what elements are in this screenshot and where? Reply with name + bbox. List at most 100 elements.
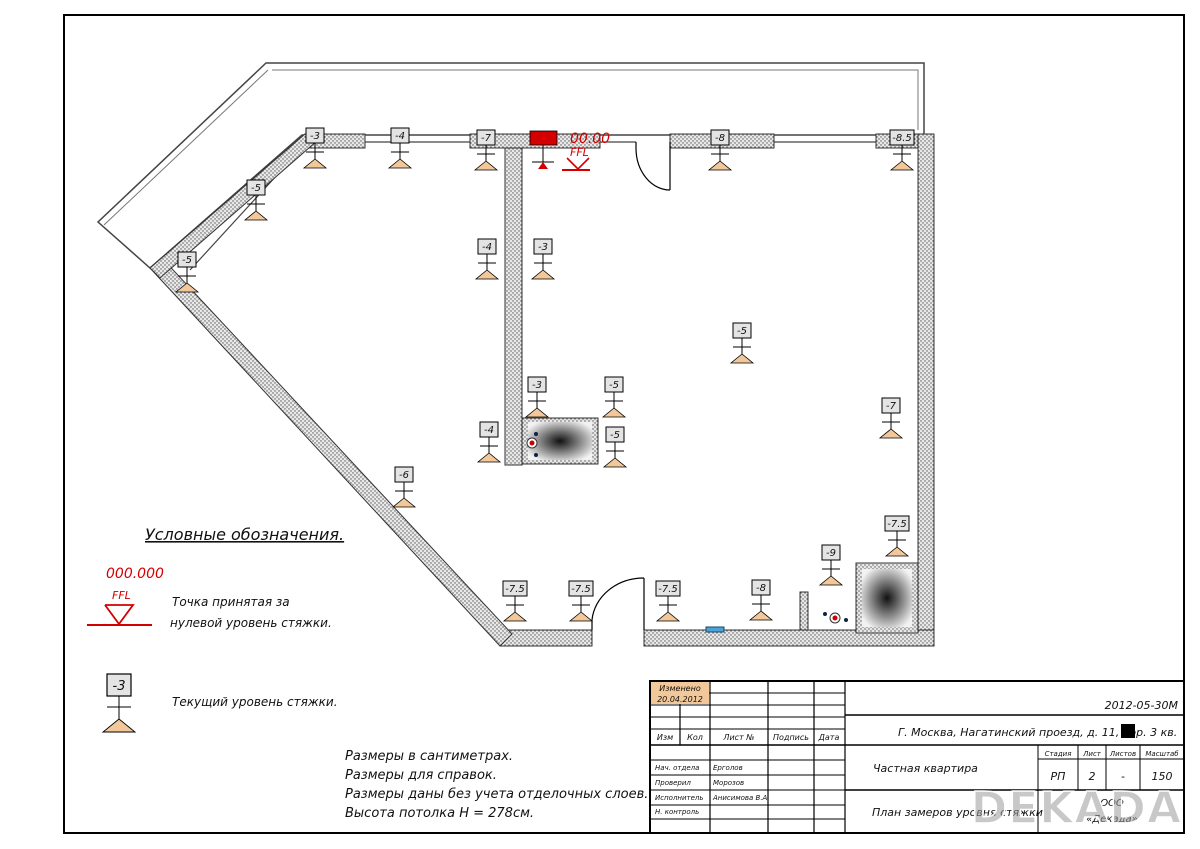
tb-col-header: Подпись [773, 733, 809, 742]
level-marker: -6 [391, 466, 417, 508]
level-marker: -4 [387, 127, 413, 169]
stage-value: 2 [1089, 770, 1096, 783]
level-marker-value: -4 [395, 131, 405, 142]
note-line: Размеры даны без учета отделочных слоев. [345, 787, 648, 802]
stage-value: РП [1051, 770, 1066, 783]
level-marker: -5 [601, 376, 627, 418]
tb-person: Морозов [713, 779, 744, 787]
level-marker: -5 [243, 179, 269, 221]
notes: Размеры в сантиметрах. Размеры для справ… [345, 749, 648, 821]
revision-date: 20.04.2012 [657, 695, 703, 704]
balcony-inner-line [272, 69, 919, 130]
level-marker-value: -5 [737, 326, 747, 337]
level-marker-value: -7.5 [658, 584, 678, 595]
object-name: Частная квартира [873, 762, 978, 775]
level-marker: -5 [729, 322, 755, 364]
door-bottom [591, 577, 645, 630]
stage-label: Листов [1109, 750, 1136, 758]
legend-zero-text-2: нулевой уровень стяжки. [170, 616, 332, 630]
note-line: Размеры для справок. [345, 768, 497, 783]
watermark: DEKADA [971, 783, 1182, 834]
level-marker-value: -7.5 [887, 519, 907, 530]
stage-value: - [1121, 770, 1125, 783]
level-marker-value: -3 [310, 131, 320, 142]
tb-person: Ерголов [713, 764, 743, 772]
level-marker-value: -7 [481, 133, 492, 144]
level-marker: -8 [748, 579, 774, 621]
note-line: Размеры в сантиметрах. [345, 749, 513, 764]
drain-fixture [705, 626, 725, 633]
revision-label: Изменено [659, 684, 701, 693]
tb-role: Н. контроль [655, 808, 699, 816]
stage-label: Масштаб [1145, 750, 1179, 758]
level-marker-value: -5 [182, 255, 192, 266]
level-marker: -4 [476, 421, 502, 463]
wall-left-diagonal [149, 257, 513, 647]
level-marker-value: -4 [482, 242, 492, 253]
legend-current-marker: -3 [101, 673, 137, 733]
wall-stub [799, 591, 809, 631]
level-marker: -7 [878, 397, 904, 439]
wall-upper-left [149, 133, 319, 279]
level-marker-value: -7.5 [571, 584, 591, 595]
level-marker: -8.5 [889, 129, 915, 171]
level-marker: -7.5 [568, 580, 594, 622]
level-marker-value: -8 [715, 133, 725, 144]
tb-role: Проверил [655, 779, 691, 787]
level-markers: -3 -4 -7 -8 -8.5 -5 -5 -4 -3 -5 -3 -5 -7… [174, 127, 915, 622]
drawing-code: 2012-05-30М [1105, 699, 1179, 712]
legend-zero-value: 000.000 [106, 566, 164, 582]
wall-partition [504, 147, 523, 466]
project-address: Г. Москва, Нагатинский проезд, д. 11, ко… [898, 726, 1177, 739]
firm-name: «Декада» [1086, 814, 1138, 825]
level-marker-value: -8 [756, 583, 766, 594]
tb-col-header: Лист № [722, 733, 754, 742]
level-marker: -3 [302, 127, 328, 169]
level-marker: -7.5 [502, 580, 528, 622]
tb-col-header: Дата [818, 733, 840, 742]
ventilation-shaft-2 [862, 569, 912, 627]
ventilation-shaft-1 [528, 422, 592, 460]
floor-plan: 00.00 FFL -3 -4 -7 -8 -8.5 -5 -5 -4 -3 -… [96, 62, 935, 647]
level-marker: -3 [524, 376, 550, 418]
legend-title: Условные обозначения. [145, 525, 344, 544]
level-marker-value: -5 [609, 380, 619, 391]
stage-value: 150 [1152, 770, 1173, 783]
level-marker-value: -3 [538, 242, 548, 253]
legend-current-text: Текущий уровень стяжки. [172, 695, 338, 709]
balcony-outline [96, 62, 925, 269]
level-marker-value: -8.5 [892, 133, 912, 144]
level-marker: -5 [602, 426, 628, 468]
level-marker-value: -7 [886, 401, 897, 412]
sheet-name: План замеров уровня стяжки [872, 806, 1043, 819]
level-marker: -7.5 [655, 580, 681, 622]
level-marker-value: -5 [251, 183, 261, 194]
level-marker-value: -9 [826, 548, 836, 559]
legend-zero-triangle [104, 604, 135, 626]
tb-col-header: Кол [687, 733, 703, 742]
level-marker: -5 [174, 251, 200, 293]
tb-person: Анисимова В.А. [712, 794, 770, 802]
balcony-rail [103, 69, 269, 226]
level-marker: -3 [530, 238, 556, 280]
legend: Условные обозначения. 000.000 FFL Точка … [87, 525, 344, 733]
note-line: Высота потолка H = 278см. [345, 806, 534, 821]
zero-point-value: 00.00 [570, 131, 610, 147]
level-marker: -4 [474, 238, 500, 280]
level-marker-value: -7.5 [505, 584, 525, 595]
revision-stamp [651, 682, 709, 704]
sheet-frame [63, 14, 1185, 834]
level-marker: -7.5 [884, 515, 910, 557]
firm-short: ООО [1100, 798, 1124, 809]
level-marker: -7 [473, 129, 499, 171]
tb-col-header: Изм [657, 733, 673, 742]
title-block: Изменено 20.04.2012 Изм Кол Лист № Подпи… [649, 680, 1185, 835]
address-redaction [1121, 724, 1135, 738]
level-marker-value: -4 [484, 425, 494, 436]
level-marker: -9 [818, 544, 844, 586]
zero-level-point: 00.00 FFL [529, 130, 610, 171]
stage-label: Лист [1082, 750, 1102, 758]
level-marker-value: -5 [610, 430, 620, 441]
stage-label: Стадия [1045, 750, 1072, 758]
